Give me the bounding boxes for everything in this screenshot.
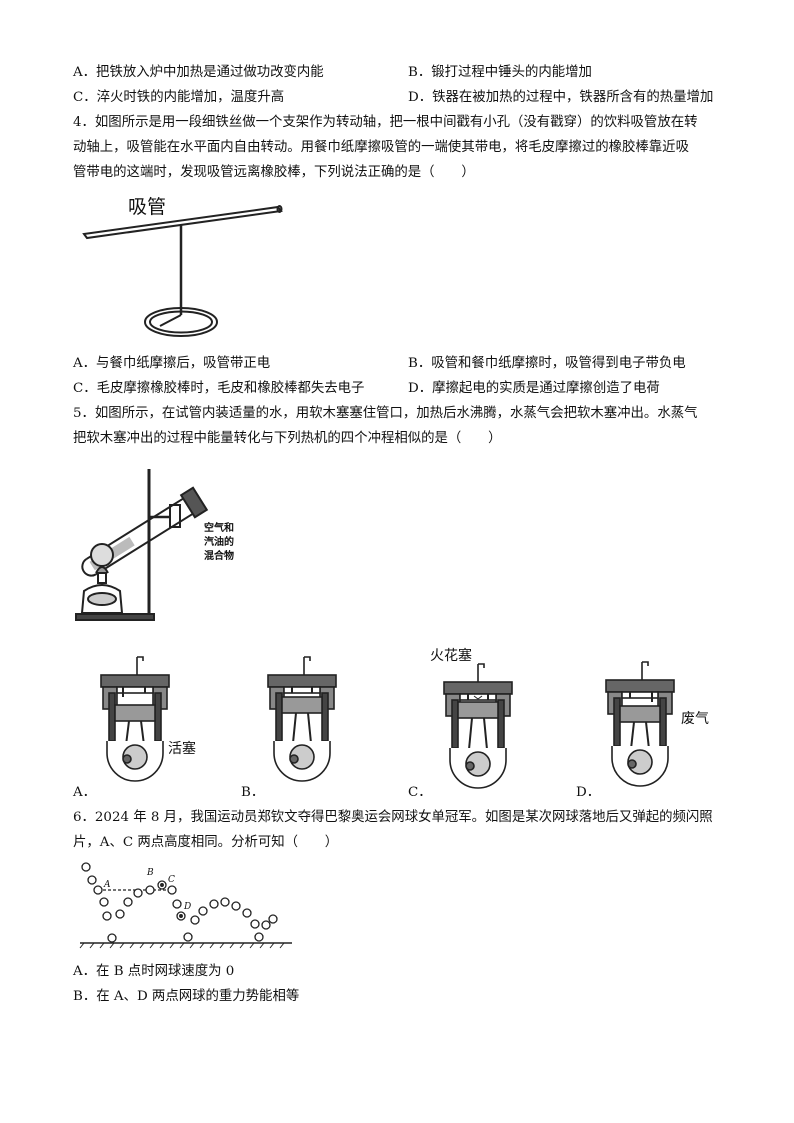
q4-text-line2: 动轴上，吸管能在水平面内自由转动。用餐巾纸摩擦吸管的一端使其带电，将毛皮摩擦过的… xyxy=(73,140,689,155)
engine-stroke-d xyxy=(600,660,680,790)
straw-label: 吸管 xyxy=(128,196,167,218)
q5-option-a: A． xyxy=(73,785,97,800)
q6-text-line1: 6．2024 年 8 月，我国运动员郑钦文夺得巴黎奥运会网球女单冠军。如图是某次… xyxy=(73,810,713,825)
q5-option-c: C． xyxy=(408,785,432,800)
exhaust-label: 废气 xyxy=(681,711,709,727)
engine-stroke-c xyxy=(438,662,518,792)
tennis-ball-drawing xyxy=(79,862,292,949)
engine-cylinder-drawing xyxy=(605,661,675,787)
q5-text-line1: 5．如图所示，在试管内装适量的水，用软木塞塞住管口，加热后水沸腾，水蒸气会把软木… xyxy=(73,406,698,421)
point-d-label: D xyxy=(184,902,192,912)
point-c-label: C xyxy=(168,875,175,885)
engine-stroke-a xyxy=(95,655,175,785)
q4-text-line3: 管带电的这端时，发现吸管远离橡胶棒，下列说法正确的是（ ） xyxy=(73,165,475,180)
straw-figure: 吸管 xyxy=(78,188,298,348)
piston-label: 活塞 xyxy=(168,741,196,757)
q3-option-a: A．把铁放入炉中加热是通过做功改变内能 xyxy=(73,65,324,80)
q6-option-a: A．在 B 点时网球速度为 0 xyxy=(73,964,235,979)
q5-text-line2: 把软木塞冲出的过程中能量转化与下列热机的四个冲程相似的是（ ） xyxy=(73,431,502,446)
q4-option-c: C．毛皮摩擦橡胶棒时，毛皮和橡胶棒都失去电子 xyxy=(73,381,365,396)
mixture-label-3: 混合物 xyxy=(204,551,234,562)
q3-option-d: D．铁器在被加热的过程中，铁器所含有的热量增加 xyxy=(408,90,714,105)
q3-option-c: C．淬火时铁的内能增加，温度升高 xyxy=(73,90,285,105)
straw-stand-drawing xyxy=(82,205,283,337)
test-tube-apparatus xyxy=(70,465,210,627)
q4-option-a: A．与餐巾纸摩擦后，吸管带正电 xyxy=(73,356,271,371)
engine-cylinder-drawing xyxy=(443,663,513,789)
q6-text-line2: 片，A、C 两点高度相同。分析可知（ ） xyxy=(73,835,339,850)
engine-cylinder-drawing xyxy=(100,656,170,782)
q4-text-line1: 4．如图所示是用一段细铁丝做一个支架作为转动轴，把一根中间戳有小孔（没有戳穿）的… xyxy=(73,115,698,130)
q6-option-b: B．在 A、D 两点网球的重力势能相等 xyxy=(73,989,300,1004)
mixture-label-2: 汽油的 xyxy=(204,537,234,548)
test-tube-drawing xyxy=(75,469,209,621)
q5-option-b: B． xyxy=(241,785,265,800)
point-a-label: A xyxy=(104,880,111,890)
point-b-label: B xyxy=(147,868,154,878)
spark-plug-label: 火花塞 xyxy=(430,648,472,664)
q4-option-b: B．吸管和餐巾纸摩擦时，吸管得到电子带负电 xyxy=(408,356,686,371)
q5-option-d: D． xyxy=(576,785,601,800)
q3-option-b: B．锻打过程中锤头的内能增加 xyxy=(408,65,592,80)
engine-cylinder-drawing xyxy=(267,656,337,782)
mixture-label-1: 空气和 xyxy=(204,523,234,534)
q4-option-d: D．摩擦起电的实质是通过摩擦创造了电荷 xyxy=(408,381,660,396)
tennis-ball-figure: A B C D xyxy=(76,858,296,950)
engine-stroke-b xyxy=(262,655,342,785)
